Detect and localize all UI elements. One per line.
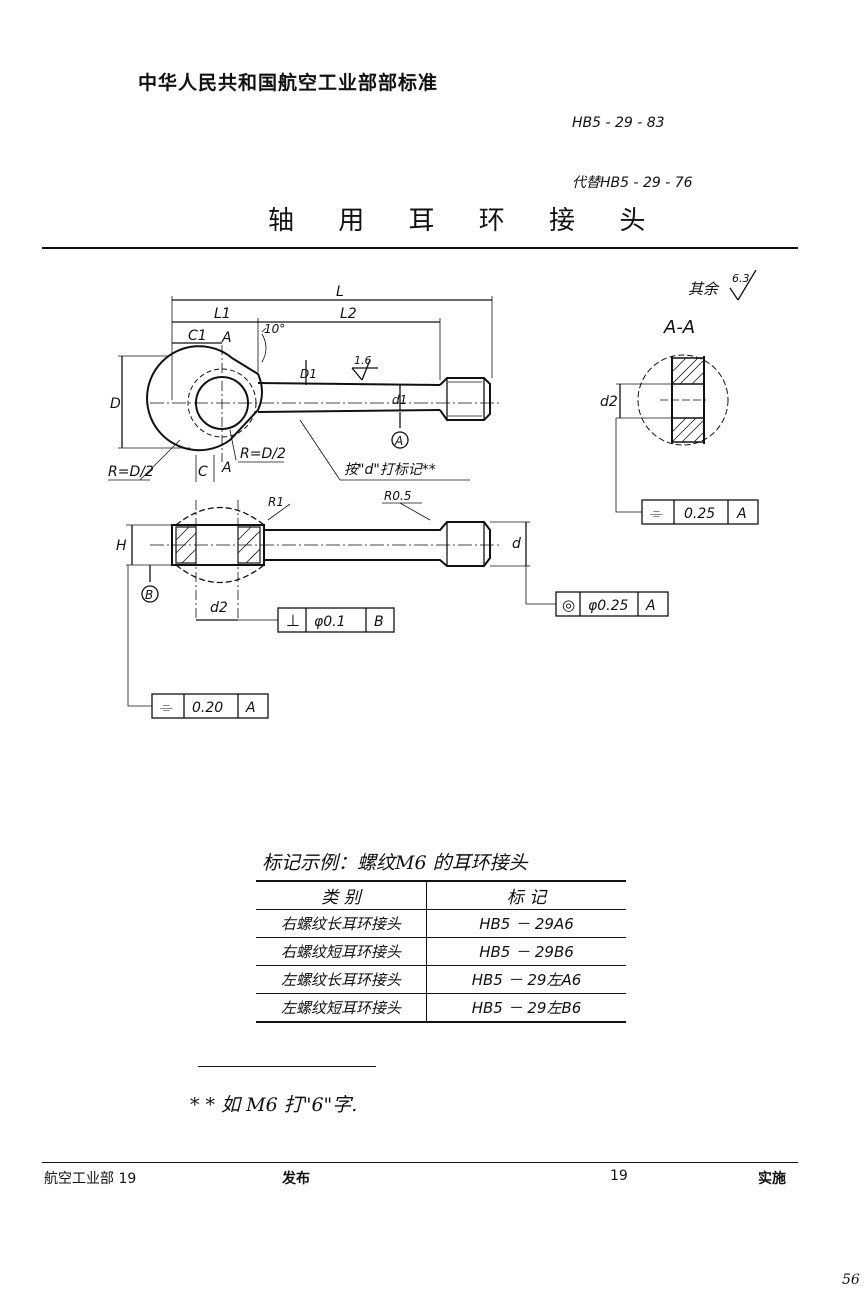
footer-year: 19 [610,1168,628,1184]
dim-d: d [512,536,521,552]
dim-D: D [110,396,121,412]
rest-roughness-value: 6.3 [732,272,750,285]
tol-perp-sym: ⊥ [286,611,300,630]
footer-issued: 发布 [282,1171,310,1187]
marking-caption: 标记示例：螺纹M6 的耳环接头 [262,852,528,874]
dim-A-top: A [221,330,232,346]
roughness-1: 1.6 [354,354,372,367]
marking-note: 按"d"打标记** [344,462,436,478]
marking-table: 类 别 标 记 右螺纹长耳环接头 HB5 － 29A6 右螺纹短耳环接头 HB5… [256,880,626,1023]
radius-left: R=D/2 [108,464,154,480]
angle-label: 10° [264,322,285,336]
cell-category: 右螺纹长耳环接头 [256,909,427,938]
dim-H: H [116,538,127,554]
dim-d1: d1 [392,393,407,407]
dim-L2: L2 [340,306,357,322]
dim-L: L [336,284,344,300]
tol-conc-val: φ0.25 [588,598,629,614]
tol-conc-sym: ◎ [562,596,575,614]
radius-R1: R1 [268,495,284,509]
tol-val-section: 0.25 [684,506,715,522]
tol-sym-bottom: ⌯ [160,697,173,716]
table-row: 右螺纹短耳环接头 HB5 － 29B6 [256,937,626,966]
technical-drawing: L L1 L2 C1 A 10° D D1 1.6 d1 A R=D/2 R=D… [108,269,759,719]
datum-A-label: A [394,434,403,448]
tol-sym-section: ⌯ [650,503,663,522]
tol-datum-section: A [736,506,747,522]
tol-val-bottom: 0.20 [192,700,223,716]
cell-marking: HB5 － 29左A6 [426,965,626,994]
dim-D1: D1 [300,367,317,381]
col-header-category: 类 别 [256,880,427,910]
standard-number: HB5 - 29 - 83 [572,115,665,131]
cell-category: 左螺纹长耳环接头 [256,965,427,994]
cell-category: 右螺纹短耳环接头 [256,937,427,966]
table-row: 右螺纹长耳环接头 HB5 － 29A6 [256,909,626,938]
datum-B-label: B [145,588,153,602]
dim-C: C [198,464,208,480]
table-row: 左螺纹短耳环接头 HB5 － 29左B6 [256,993,626,1023]
cell-category: 左螺纹短耳环接头 [256,993,427,1023]
page-number: 56 [842,1272,860,1288]
radius-mid: R=D/2 [240,446,286,462]
top-view [108,296,500,482]
tol-datum-bottom: A [245,700,256,716]
document-title: 轴 用 耳 环 接 头 [268,206,664,236]
footnote-rule [198,1066,376,1067]
issuing-organization: 中华人民共和国航空工业部部标准 [138,72,439,94]
dim-d2: d2 [210,600,228,616]
header-rule [42,247,798,249]
tol-conc-datum: A [645,598,656,614]
footer-issuer: 航空工业部 19 [44,1171,137,1187]
table-row: 左螺纹长耳环接头 HB5 － 29左A6 [256,965,626,994]
footer-effective: 实施 [758,1171,786,1187]
radius-R05: R0.5 [384,489,411,503]
dim-A-mid: A [221,460,232,476]
footnote: * * 如 M6 打"6"字. [190,1094,358,1116]
dim-L1: L1 [214,306,231,322]
dim-C1: C1 [188,328,207,344]
cell-marking: HB5 － 29B6 [426,937,626,966]
tol-perp-datum: B [374,614,384,630]
footer-rule [42,1162,798,1163]
section-label: A-A [663,317,695,338]
rest-roughness-label: 其余 [688,280,720,298]
dim-d2-section: d2 [600,394,618,410]
col-header-marking: 标 记 [426,880,626,910]
table-header-row: 类 别 标 记 [256,880,626,910]
replaces-standard: 代替HB5 - 29 - 76 [572,175,693,191]
section-a-a [615,269,759,525]
side-view [126,500,669,719]
cell-marking: HB5 － 29A6 [426,909,626,938]
tol-perp-val: φ0.1 [314,614,346,630]
cell-marking: HB5 － 29左B6 [426,993,626,1023]
